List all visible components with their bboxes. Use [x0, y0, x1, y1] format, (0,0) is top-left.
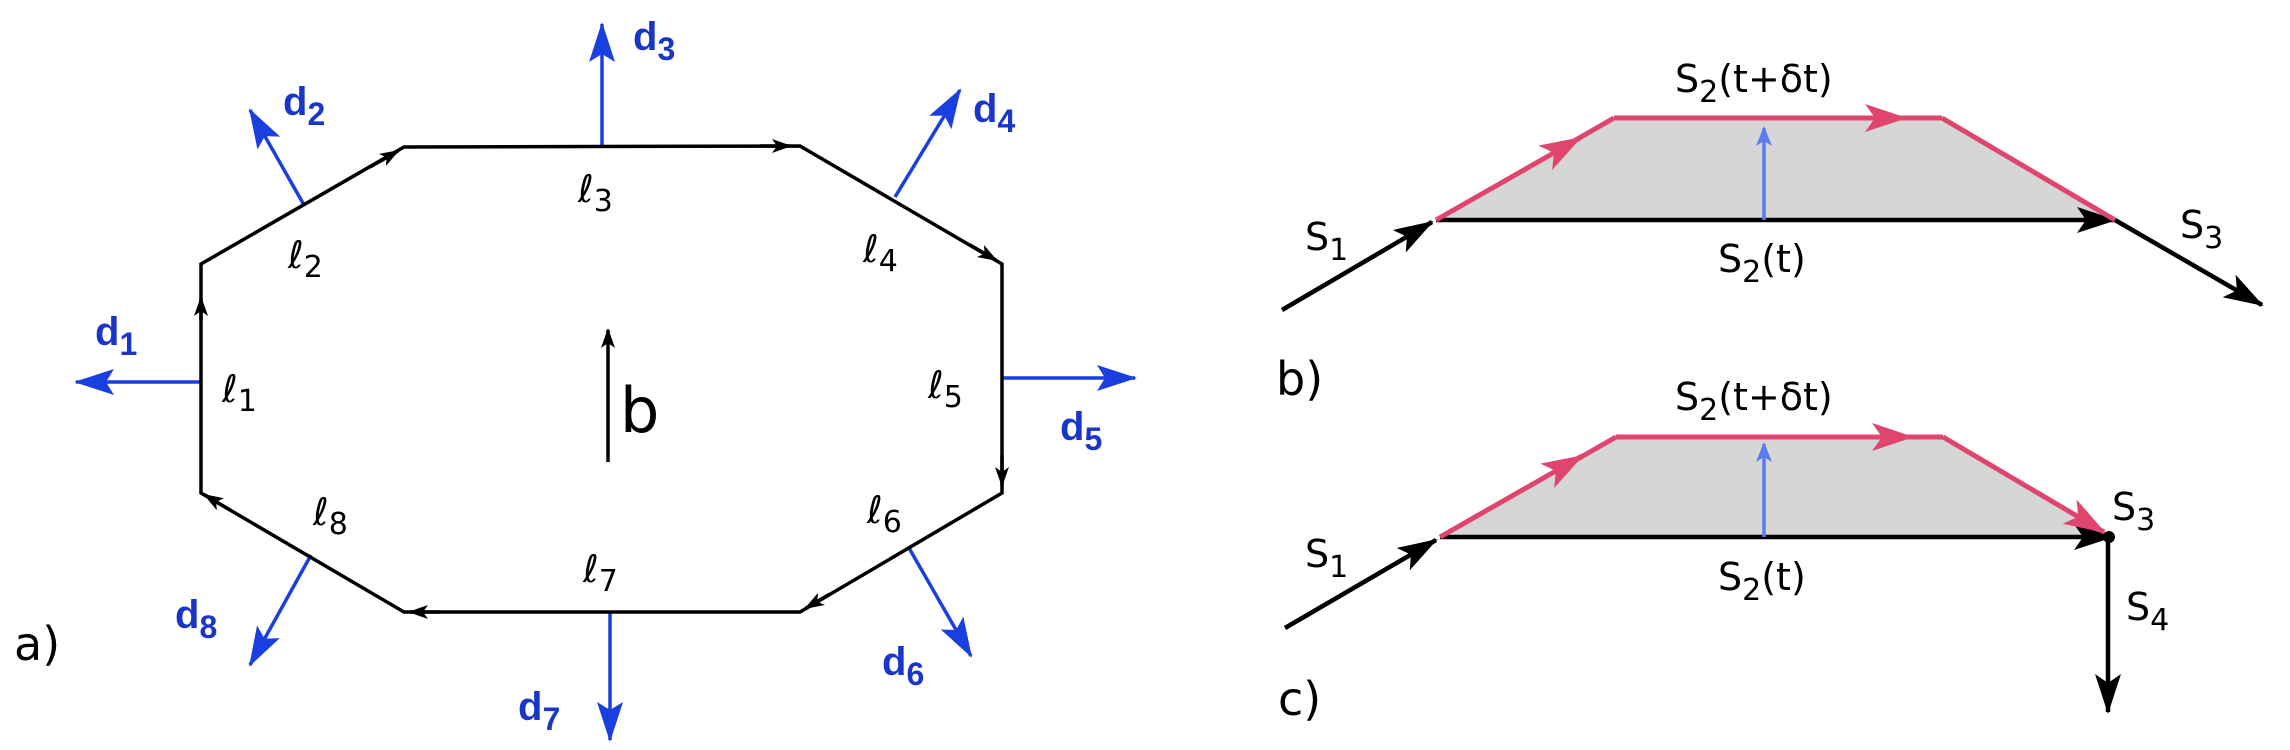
segment-label-l4: ℓ4	[862, 227, 898, 279]
normal-label-d7: d7	[518, 685, 560, 737]
normal-arrow-d8	[248, 554, 313, 667]
moved-segment-down-b	[1940, 115, 2117, 223]
segment-label-l7: ℓ7	[582, 547, 618, 599]
label-s2-old-c: S2(t)	[1718, 555, 1806, 608]
normal-label-d6: d6	[882, 640, 924, 692]
normal-arrow-d6	[907, 547, 973, 658]
segment-label-l8: ℓ8	[312, 490, 348, 542]
panel-b-label: b)	[1276, 352, 1323, 406]
panel-c: S1 S2(t+δt) S2(t) S3 S4 c)	[1278, 375, 2169, 726]
panel-b: S1 S2(t+δt) S2(t) S3 b)	[1276, 57, 2264, 406]
node-point-c	[2103, 531, 2115, 543]
segment-label-l5: ℓ5	[927, 363, 963, 415]
label-s3-b: S3	[2180, 203, 2223, 256]
segment-arrow-l8	[203, 493, 231, 512]
panel-a-label: a)	[14, 617, 60, 671]
burgers-vector-label: b	[620, 374, 659, 447]
normal-label-d2: d2	[283, 80, 325, 132]
swept-area-b	[1436, 118, 2115, 220]
moved-segment-down-c	[1941, 434, 2106, 535]
label-s2-new-c: S2(t+δt)	[1675, 375, 1833, 428]
label-s3-c: S3	[2112, 485, 2155, 538]
panel-a: b ℓ1 ℓ2 ℓ3 ℓ4 ℓ5 ℓ6 ℓ7 ℓ8 d1 d2 d3 d4 d5…	[14, 15, 1137, 742]
segment-arrow-l2	[369, 149, 400, 169]
normal-label-d3: d3	[633, 15, 675, 67]
segment-label-l6: ℓ6	[866, 488, 902, 540]
label-s1-c: S1	[1305, 532, 1348, 585]
swept-area-c	[1440, 437, 2115, 537]
label-s1-b: S1	[1305, 215, 1348, 268]
moved-segment-up-b	[1434, 135, 1582, 223]
segment-label-l2: ℓ2	[287, 233, 323, 285]
label-s2-old-b: S2(t)	[1718, 237, 1806, 290]
normal-arrow-d2	[248, 108, 306, 206]
segment-arrow-l4	[969, 243, 998, 262]
moved-segment-up-c	[1438, 453, 1584, 540]
normal-arrow-d4	[893, 88, 962, 198]
segment-label-l1: ℓ1	[221, 367, 257, 419]
normal-label-d8: d8	[175, 593, 217, 645]
segment-arrow-l6	[804, 592, 831, 610]
panel-c-label: c)	[1278, 672, 1321, 726]
normal-label-d4: d4	[973, 87, 1015, 139]
moved-segment-up-tail-c	[1560, 434, 1618, 471]
label-s4-c: S4	[2126, 585, 2169, 638]
moved-segment-up-tail-b	[1558, 115, 1616, 152]
label-s2-new-b: S2(t+δt)	[1675, 57, 1833, 110]
dislocation-loop	[199, 144, 1004, 614]
segment-s3-b	[2113, 218, 2264, 307]
normal-label-d5: d5	[1060, 405, 1102, 457]
segment-s1-c	[1283, 538, 1438, 630]
segment-label-l3: ℓ3	[577, 167, 613, 219]
normal-label-d1: d1	[95, 310, 137, 362]
segment-s1-b	[1280, 220, 1434, 312]
